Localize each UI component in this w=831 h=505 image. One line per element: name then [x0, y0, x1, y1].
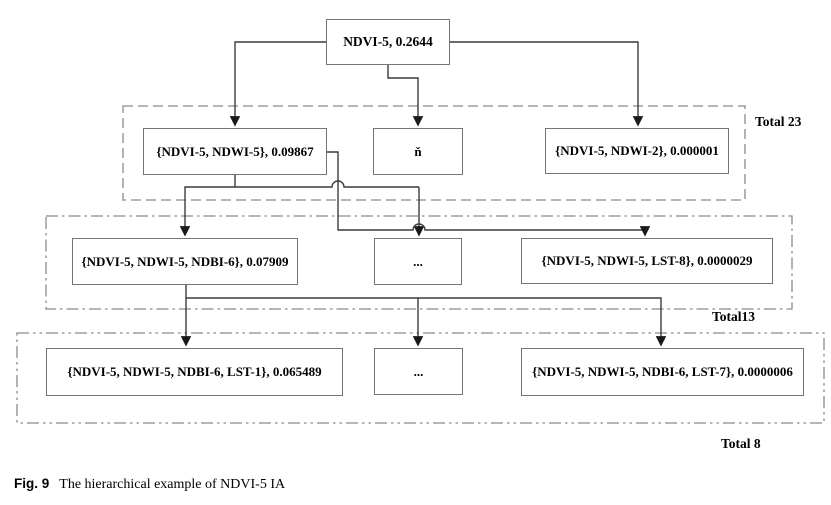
node-l2-2: {NDVI-5, NDWI-5, LST-8}, 0.0000029 — [521, 238, 773, 284]
edge-root-to-l1-left — [229, 41, 326, 127]
figure-caption-text: The hierarchical example of NDVI-5 IA — [59, 477, 286, 492]
figure-caption: Fig. 9 The hierarchical example of NDVI-5… — [14, 476, 285, 493]
node-l3-1: ... — [374, 348, 463, 395]
edge-l2-to-l3-right — [186, 297, 667, 347]
edge-l1-to-l2-right — [327, 151, 651, 237]
total-label-level-1: Total 23 — [755, 114, 802, 129]
node-l2-1: ... — [374, 238, 462, 285]
level-3-container — [16, 332, 825, 424]
total-label-level-3: Total 8 — [721, 436, 761, 451]
level-2-container — [45, 215, 793, 310]
level-1-container — [122, 105, 746, 201]
figure-caption-label: Fig. 9 — [14, 476, 50, 491]
node-root: NDVI-5, 0.2644 — [326, 19, 450, 65]
node-l3-0: {NDVI-5, NDWI-5, NDBI-6, LST-1}, 0.06548… — [46, 348, 343, 396]
node-l1-0: {NDVI-5, NDWI-5}, 0.09867 — [143, 128, 327, 175]
node-l3-2: {NDVI-5, NDWI-5, NDBI-6, LST-7}, 0.00000… — [521, 348, 804, 396]
node-l1-2: {NDVI-5, NDWI-2}, 0.000001 — [545, 128, 729, 174]
node-l2-0: {NDVI-5, NDWI-5, NDBI-6}, 0.07909 — [72, 238, 298, 285]
edge-root-to-l1-middle — [387, 65, 424, 127]
total-label-level-2: Total13 — [712, 309, 756, 324]
node-l1-1: ň — [373, 128, 463, 175]
edge-root-to-l1-right — [450, 41, 644, 127]
edge-l1-to-l2-left — [179, 180, 419, 237]
